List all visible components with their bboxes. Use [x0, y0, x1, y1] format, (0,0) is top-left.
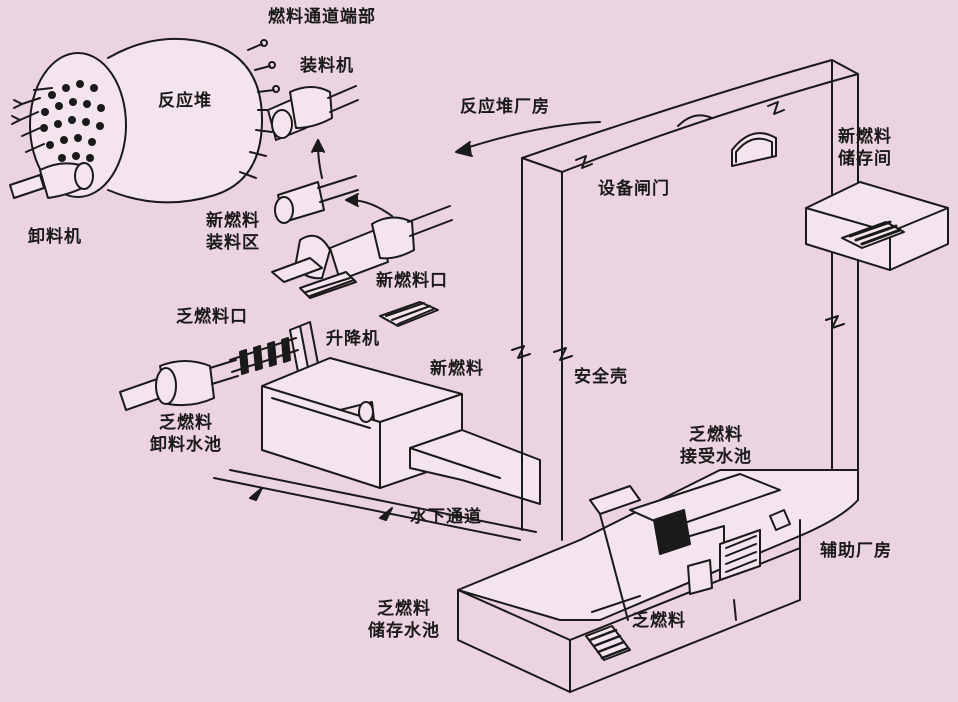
label-loading-machine: 装料机 — [300, 56, 354, 76]
label-spent-fuel: 乏燃料 — [632, 611, 686, 631]
label-spent-fuel-discharge-pool: 乏燃料 卸料水池 — [150, 412, 222, 456]
label-new-fuel: 新燃料 — [430, 359, 484, 379]
auxiliary-building — [457, 469, 859, 693]
label-unloading-machine: 卸料机 — [28, 227, 82, 247]
label-new-fuel-loading-area: 新燃料 装料区 — [206, 210, 260, 254]
label-new-fuel-storage-line2: 储存间 — [838, 149, 892, 169]
containment-wall — [511, 59, 859, 541]
label-receiving-pool-line1: 乏燃料 — [689, 425, 743, 445]
label-spent-fuel-port: 乏燃料口 — [176, 307, 248, 327]
label-receiving-pool-line2: 接受水池 — [680, 447, 752, 467]
loading-area-machines — [271, 175, 453, 327]
label-new-fuel-storage: 新燃料 储存间 — [838, 126, 892, 170]
label-storage-pool-line1: 乏燃料 — [377, 599, 431, 619]
label-elevator: 升降机 — [326, 329, 380, 349]
unloading-machine-shape — [9, 162, 94, 199]
label-equipment-gate: 设备闸门 — [598, 179, 670, 199]
label-discharge-pool-line2: 卸料水池 — [150, 435, 222, 455]
label-new-fuel-loading-area-line2: 装料区 — [206, 233, 260, 253]
label-channel-end: 燃料通道端部 — [268, 7, 376, 27]
label-new-fuel-port: 新燃料口 — [376, 271, 448, 291]
label-storage-pool-line2: 储存水池 — [368, 621, 440, 641]
reactor-vessel — [11, 37, 280, 204]
label-discharge-pool-line1: 乏燃料 — [159, 413, 213, 433]
label-reactor-building: 反应堆厂房 — [460, 97, 550, 117]
label-reactor: 反应堆 — [158, 91, 212, 111]
label-new-fuel-storage-line1: 新燃料 — [838, 127, 892, 147]
spent-unloading-machine — [119, 359, 239, 411]
label-new-fuel-loading-area-line1: 新燃料 — [206, 211, 260, 231]
label-auxiliary-building: 辅助厂房 — [820, 541, 892, 561]
loading-machine-shape — [267, 85, 359, 141]
new-fuel-storage-box — [805, 181, 949, 271]
label-underwater-channel: 水下通道 — [410, 507, 482, 527]
underwater-channel — [213, 429, 541, 541]
label-spent-fuel-receiving-pool: 乏燃料 接受水池 — [680, 424, 752, 468]
label-containment: 安全壳 — [574, 367, 628, 387]
label-spent-fuel-storage-pool: 乏燃料 储存水池 — [368, 598, 440, 642]
